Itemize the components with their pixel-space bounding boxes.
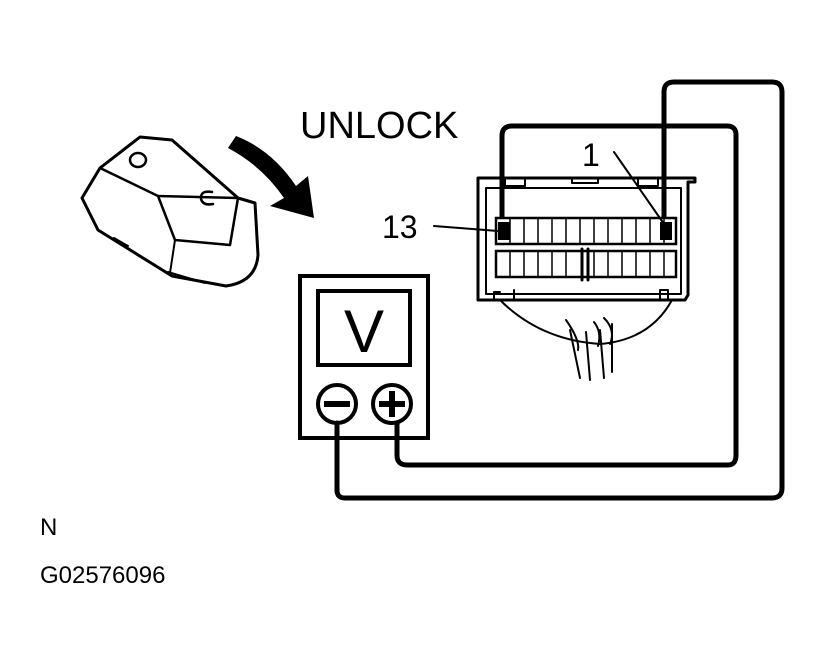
pin-1-label: 1 [582,137,600,173]
pin-13-label: 13 [382,209,418,245]
key-fob-icon [80,135,260,288]
negative-terminal-icon [316,383,358,425]
test-leads [334,79,785,501]
unlock-arrow-icon [228,136,314,218]
pin-13-callout: 13 [382,209,499,245]
meter-symbol: V [344,298,384,365]
connector-icon [476,176,697,381]
pin-1-callout: 1 [582,137,665,225]
positive-terminal-icon [371,383,413,425]
figure-id: G02576096 [40,562,165,589]
voltmeter: V [298,274,430,440]
pin-13-marker [498,222,510,240]
view-code: N [40,514,57,541]
unlock-label: UNLOCK [300,105,458,147]
pin-1-marker [660,222,672,240]
